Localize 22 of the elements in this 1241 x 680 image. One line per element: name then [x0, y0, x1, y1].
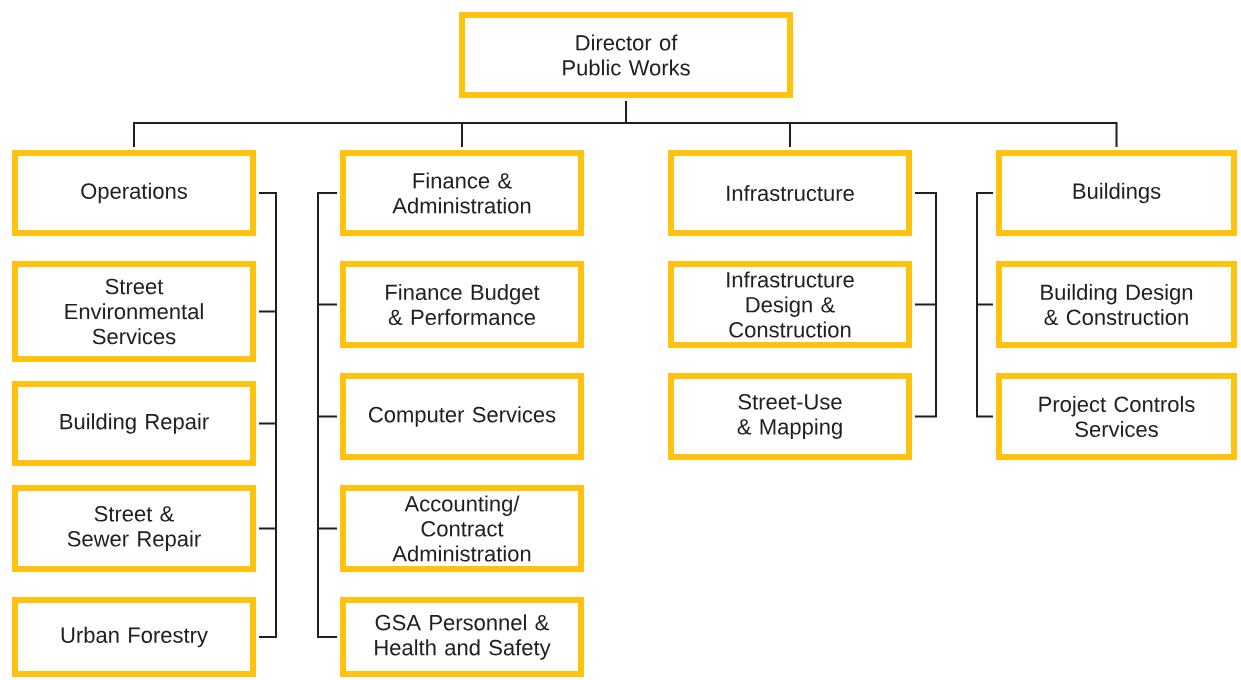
org-box: Project Controls Services — [996, 373, 1237, 460]
org-box: Building Design & Construction — [996, 261, 1237, 348]
connector-line — [914, 192, 937, 418]
connector-line — [976, 192, 994, 418]
org-box: Operations — [12, 150, 256, 236]
org-box: Street & Sewer Repair — [12, 485, 256, 572]
org-box: Computer Services — [340, 373, 584, 460]
connector-line — [258, 192, 277, 638]
connector-line — [317, 192, 338, 638]
org-box: Finance Budget & Performance — [340, 261, 584, 348]
org-box: GSA Personnel & Health and Safety — [340, 597, 584, 677]
org-box: Buildings — [996, 150, 1237, 236]
org-box: Accounting/ Contract Administration — [340, 485, 584, 572]
org-box: Infrastructure — [668, 150, 912, 236]
org-box: Urban Forestry — [12, 597, 256, 677]
connector-line — [625, 100, 1118, 148]
org-box: Street Environmental Services — [12, 261, 256, 362]
org-box: Street-Use & Mapping — [668, 373, 912, 460]
org-box: Director of Public Works — [459, 12, 793, 98]
org-box: Building Repair — [12, 381, 256, 466]
org-box: Infrastructure Design & Construction — [668, 261, 912, 348]
org-box: Finance & Administration — [340, 150, 584, 236]
